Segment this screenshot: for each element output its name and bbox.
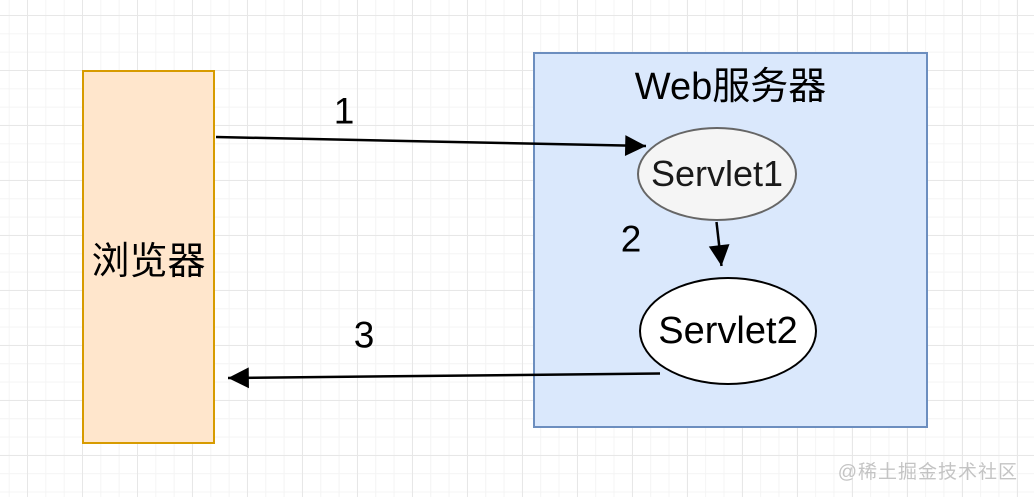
servlet2-node: Servlet2	[639, 277, 817, 385]
edge-label-2: 2	[620, 218, 642, 260]
web-server-title: Web服务器	[634, 66, 827, 108]
browser-node: 浏览器	[82, 70, 215, 444]
edge-label-3: 3	[353, 314, 375, 356]
browser-label: 浏览器	[91, 240, 206, 283]
servlet1-node: Servlet1	[637, 127, 797, 221]
watermark: @稀土掘金技术社区	[837, 462, 1018, 483]
servlet2-label: Servlet2	[658, 309, 798, 352]
servlet1-label: Servlet1	[650, 153, 784, 194]
edge-label-1: 1	[333, 90, 355, 132]
